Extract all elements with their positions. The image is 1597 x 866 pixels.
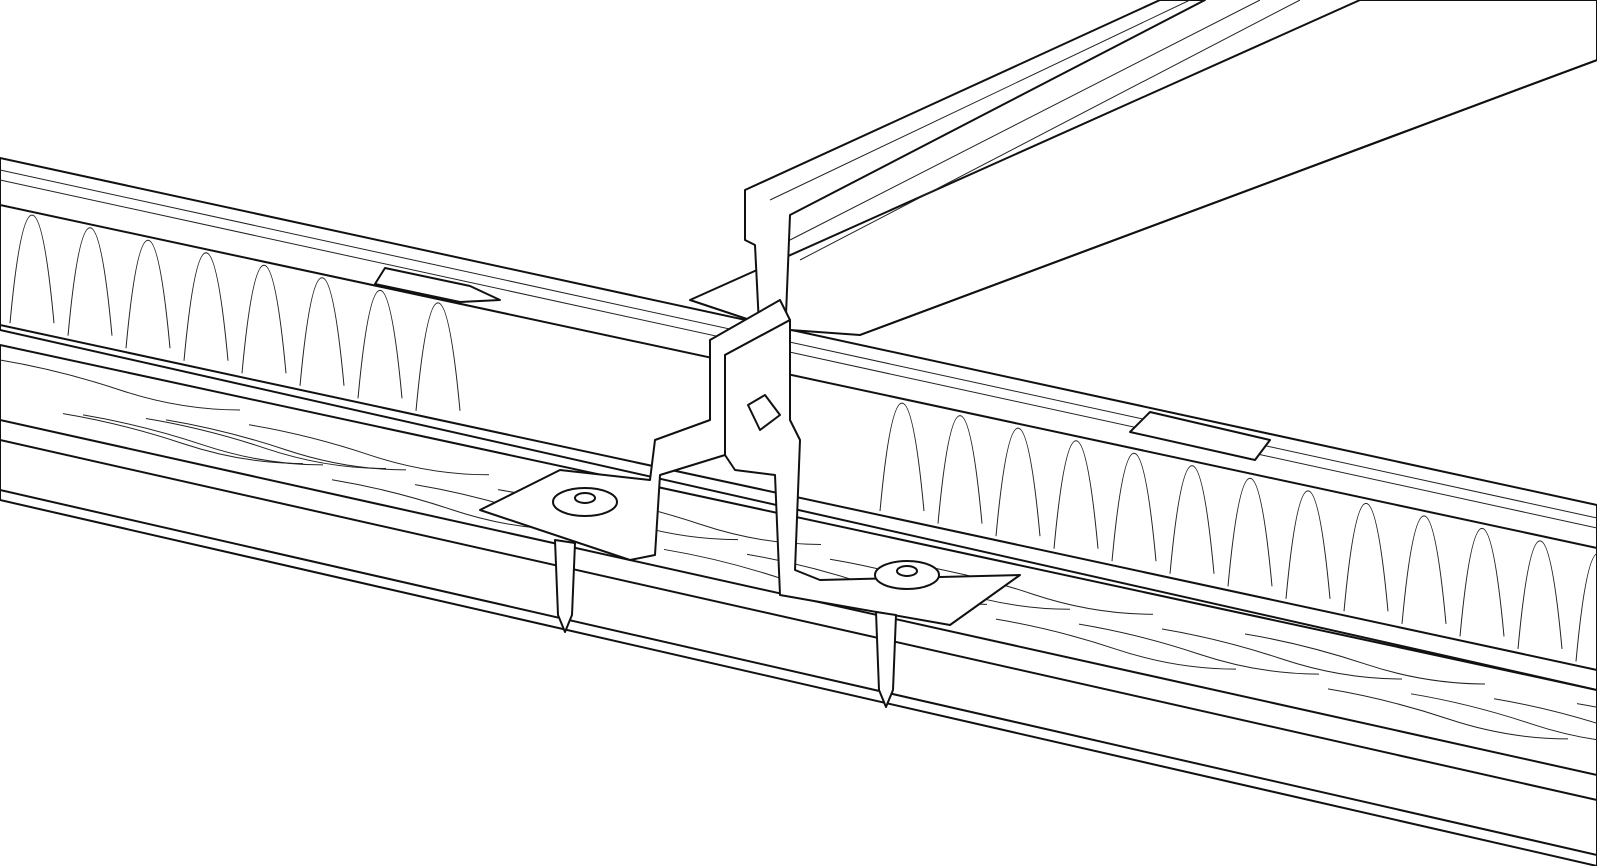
insulation-loop [1459,527,1505,637]
insulation-loop [1053,440,1099,549]
insulation-loop [1227,477,1273,587]
wood-grain [1493,698,1597,724]
wood-grain [1327,688,1569,740]
insulation-loop [1401,515,1447,624]
insulation-loop [1517,540,1563,649]
roof-panel-rail [689,0,1597,346]
insulation-loop [241,264,287,374]
insulation-loop [9,214,55,324]
wood-grain [1410,693,1597,741]
wood-grain [1161,628,1403,680]
wood-grain [145,418,387,470]
insulation-loop [1111,452,1157,562]
insulation-loop [995,427,1041,537]
wood-grain [0,359,241,411]
wood-grain [62,413,304,465]
wood-grain [248,424,490,476]
screw-right [874,560,940,708]
wood-grain [912,563,1154,615]
insulation-loop [1575,553,1597,662]
insulation-loop [183,252,229,361]
seam-tape [1129,411,1271,461]
insulation-loop [937,415,983,524]
insulation-loop [415,302,461,411]
insulation-loop [879,402,925,512]
wood-grain [995,618,1237,670]
insulation-loop [1343,502,1389,612]
insulation-loop [1169,465,1215,574]
top-membrane [0,157,1597,549]
wood-grain [1078,623,1320,675]
insulation-loop [125,239,171,349]
wood-grain [1244,633,1486,685]
insulation-loop [299,277,345,386]
insulation-loop [1285,490,1331,599]
screw-left [552,487,618,633]
insulation-loop [357,289,403,399]
wood-deck [0,344,1597,866]
seam-tape [374,267,501,303]
insulation-loop [67,227,113,336]
